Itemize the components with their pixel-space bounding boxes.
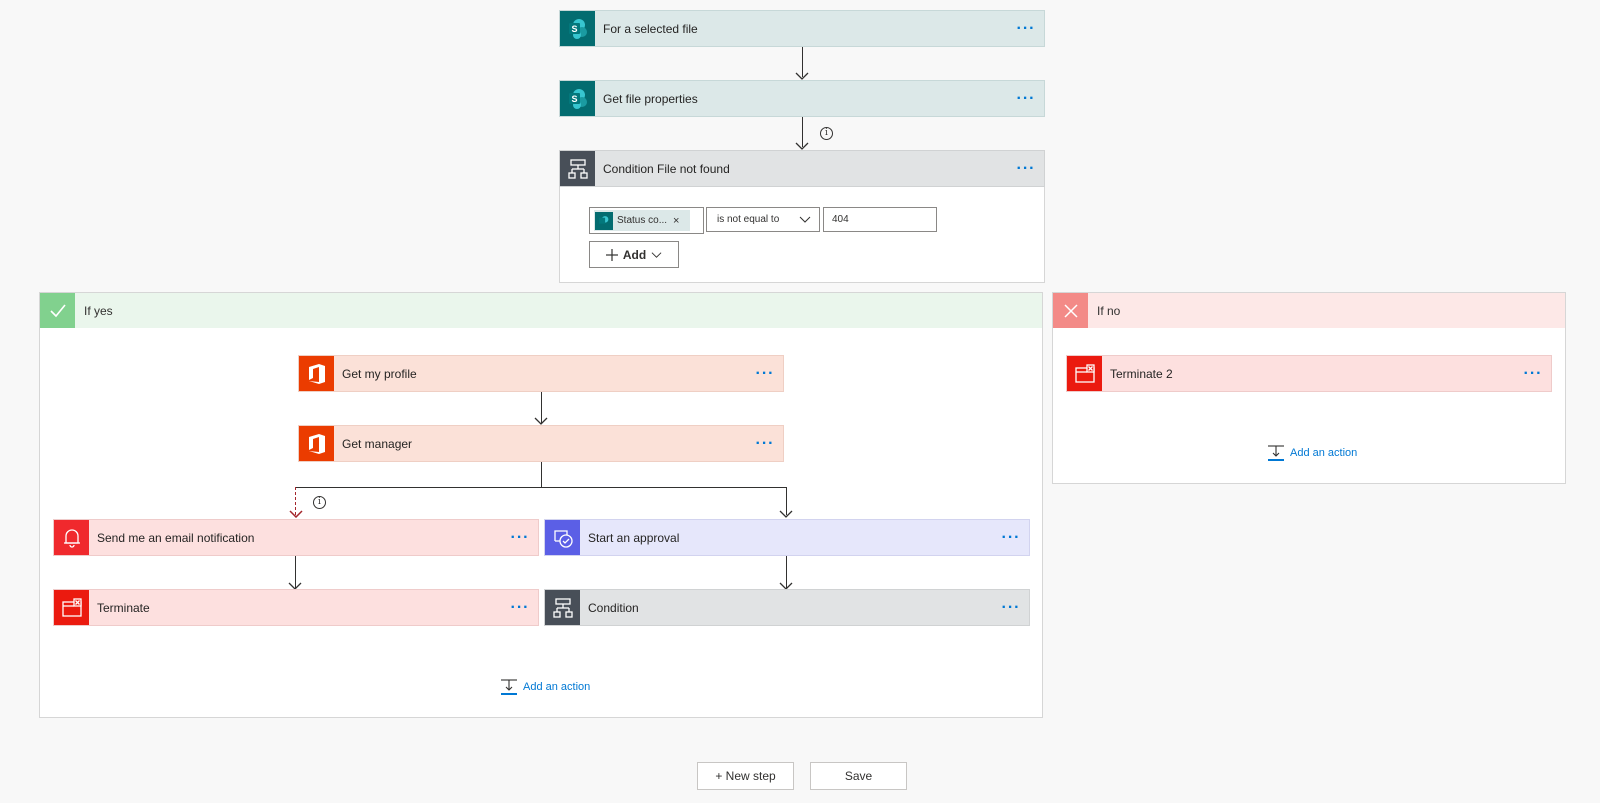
terminate-icon — [1067, 356, 1102, 391]
token-label: Status co... — [617, 215, 668, 226]
send-email-notification-card[interactable]: Send me an email notification ··· — [53, 519, 539, 556]
office365-icon — [299, 356, 334, 391]
chevron-down-icon — [651, 252, 662, 258]
step-title: Send me an email notification — [97, 530, 255, 545]
terminate-2-card[interactable]: Terminate 2 ··· — [1066, 355, 1552, 392]
more-options-button[interactable]: ··· — [1001, 598, 1021, 616]
add-condition-button[interactable]: Add — [589, 241, 679, 268]
step-title: Condition — [588, 600, 639, 615]
add-action-icon — [1268, 445, 1284, 461]
terminate-card[interactable]: Terminate ··· — [53, 589, 539, 626]
condition-left-operand[interactable]: Status co... × — [589, 207, 704, 234]
svg-text:S: S — [571, 24, 577, 34]
step-title: Start an approval — [588, 530, 680, 545]
plus-icon — [605, 248, 618, 261]
more-options-button[interactable]: ··· — [510, 598, 530, 616]
arrowhead-icon — [534, 417, 548, 425]
step-title: Terminate 2 — [1110, 366, 1173, 381]
condition-card[interactable]: Condition File not found ··· — [559, 150, 1045, 187]
more-options-button[interactable]: ··· — [755, 434, 775, 452]
more-options-button[interactable]: ··· — [1001, 528, 1021, 546]
get-file-properties-card[interactable]: S Get file properties ··· — [559, 80, 1045, 117]
add-label: Add — [622, 247, 647, 262]
close-icon — [1053, 293, 1088, 328]
operator-value: is not equal to — [717, 214, 780, 225]
nested-condition-card[interactable]: Condition ··· — [544, 589, 1030, 626]
step-title: Terminate — [97, 600, 150, 615]
get-manager-card[interactable]: Get manager ··· — [298, 425, 784, 462]
connector — [541, 391, 542, 423]
svg-text:S: S — [571, 94, 577, 104]
dynamic-content-token[interactable]: Status co... × — [594, 210, 690, 231]
token-remove-icon[interactable]: × — [673, 214, 680, 227]
step-title: Get my profile — [342, 366, 417, 381]
branch-title: If no — [1097, 303, 1121, 318]
arrowhead-icon — [795, 142, 809, 150]
connector — [295, 556, 296, 588]
condition-editor: Status co... × is not equal to 404 Add — [559, 187, 1045, 283]
add-action-label: Add an action — [1290, 447, 1358, 459]
more-options-button[interactable]: ··· — [1523, 364, 1543, 382]
arrowhead-icon — [779, 510, 793, 518]
step-title: Get file properties — [603, 91, 698, 106]
add-action-label: Add an action — [523, 681, 591, 693]
more-options-button[interactable]: ··· — [510, 528, 530, 546]
approval-icon — [545, 520, 580, 555]
operator-dropdown[interactable]: is not equal to — [706, 207, 820, 232]
checkmark-icon — [40, 293, 75, 328]
step-title: For a selected file — [603, 21, 698, 36]
sharepoint-icon — [595, 211, 613, 230]
more-options-button[interactable]: ··· — [1016, 159, 1036, 177]
if-no-header[interactable]: If no — [1053, 293, 1565, 328]
chevron-down-icon — [799, 216, 811, 223]
info-icon[interactable]: i — [820, 127, 833, 140]
branch-title: If yes — [84, 303, 113, 318]
step-title: Get manager — [342, 436, 413, 451]
condition-icon — [545, 590, 580, 625]
start-approval-card[interactable]: Start an approval ··· — [544, 519, 1030, 556]
if-no-add-action-button[interactable]: Add an action — [1267, 444, 1357, 462]
office365-icon — [299, 426, 334, 461]
if-yes-add-action-button[interactable]: Add an action — [500, 678, 590, 696]
run-after-arrowhead-icon — [289, 510, 303, 518]
get-my-profile-card[interactable]: Get my profile ··· — [298, 355, 784, 392]
connector — [295, 487, 786, 488]
connector — [786, 487, 787, 515]
if-yes-header[interactable]: If yes — [40, 293, 1042, 328]
terminate-icon — [54, 590, 89, 625]
connector — [786, 556, 787, 588]
info-icon[interactable]: i — [313, 496, 326, 509]
trigger-card[interactable]: S For a selected file ··· — [559, 10, 1045, 47]
sharepoint-icon: S — [560, 11, 595, 46]
more-options-button[interactable]: ··· — [1016, 19, 1036, 37]
save-button[interactable]: Save — [810, 762, 907, 790]
condition-icon — [560, 151, 595, 186]
bell-icon — [54, 520, 89, 555]
add-action-icon — [501, 679, 517, 695]
connector — [541, 461, 542, 487]
sharepoint-icon: S — [560, 81, 595, 116]
arrowhead-icon — [795, 72, 809, 80]
more-options-button[interactable]: ··· — [755, 364, 775, 382]
condition-value-input[interactable]: 404 — [823, 207, 937, 232]
new-step-button[interactable]: + New step — [697, 762, 794, 790]
connector — [802, 47, 803, 77]
connector — [802, 117, 803, 147]
run-after-connector — [295, 487, 296, 515]
more-options-button[interactable]: ··· — [1016, 89, 1036, 107]
step-title: Condition File not found — [603, 161, 730, 176]
